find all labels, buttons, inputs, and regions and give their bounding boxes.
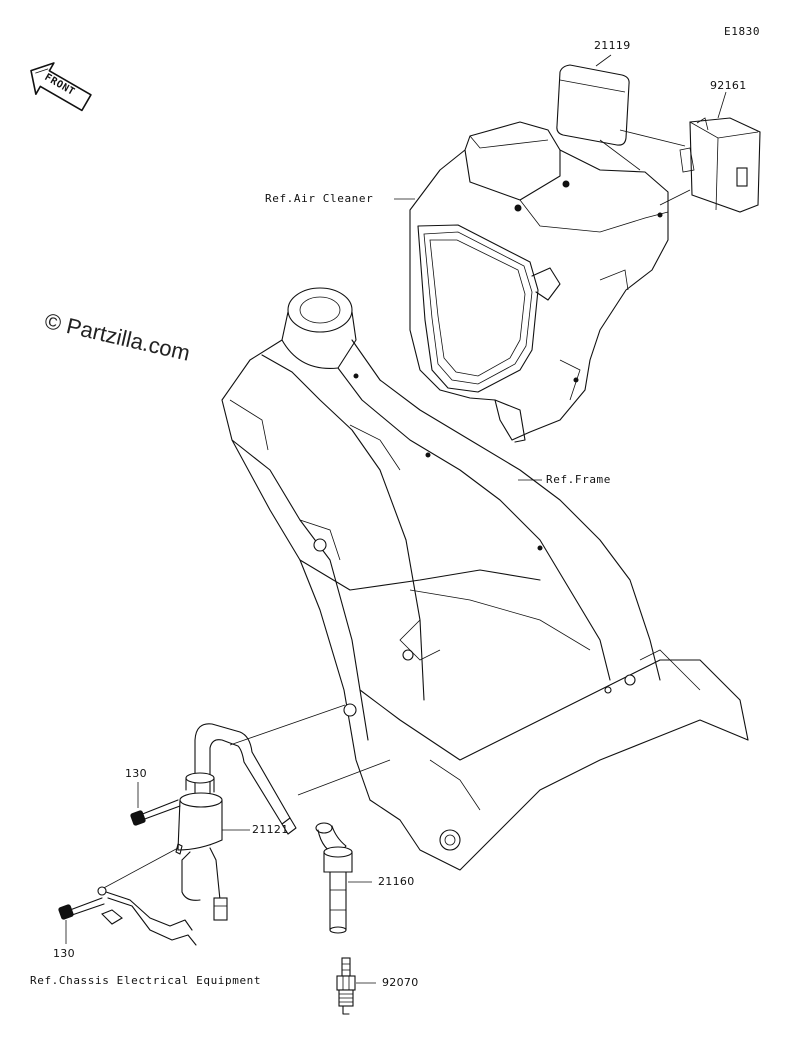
spark-plug-shape [336,957,356,1015]
air-cleaner-shape [409,121,669,443]
ref-chassis-electrical: Ref.Chassis Electrical Equipment [30,974,262,987]
frame-shape [221,287,749,871]
front-arrow-icon [30,62,92,112]
ref-air-cleaner: Ref.Air Cleaner [265,192,374,205]
ignition-coil-shape [97,723,297,946]
diagram-code: E1830 [724,25,761,38]
part-number-130-top: 130 [125,767,147,780]
part-number-21160: 21160 [378,875,415,888]
part-number-92070: 92070 [382,976,419,989]
ref-frame: Ref.Frame [546,473,612,486]
part-number-21121: 21121 [252,823,289,836]
bolt-130-bottom-shape [58,897,105,920]
bolt-130-top-shape [130,799,181,826]
part-21119-shape [556,64,630,146]
plug-cap-shape [315,822,353,934]
part-number-130-bottom: 130 [53,947,75,960]
part-number-92161: 92161 [710,79,747,92]
part-92161-shape [679,117,761,213]
part-number-21119: 21119 [594,39,631,52]
